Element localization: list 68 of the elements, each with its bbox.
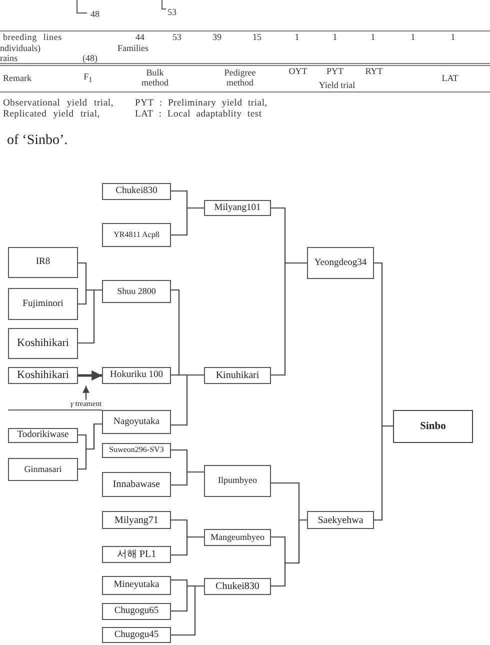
connector-line [171,471,204,486]
unit-label: Families [118,42,148,54]
caption-text: of ‘Sinbo’. [7,132,68,150]
variety-box: Milyang71 [102,511,171,529]
connector-line [374,425,393,521]
footnote-text: LAT : Local adaptablity test [135,110,262,120]
variety-box: Koshihikari [8,367,78,384]
variety-box: Mangeumbyeo [204,529,271,546]
count-label: 48 [90,8,100,20]
variety-box: Suweon296-SV3 [102,443,171,458]
connector-line [171,536,204,556]
footnote-text: Replicated yield trial, [3,110,100,120]
count-value: 1 [294,32,300,42]
count-value: 53 [172,32,182,42]
column-label: PYT [326,66,344,76]
footnote-text: Observational yield trial, [3,98,114,110]
variety-box: Koshihikari [8,328,78,359]
variety-box: IR8 [8,247,78,278]
row-header: ndividuals) [0,42,40,54]
variety-box: Milyang101 [204,200,271,216]
connector-line [271,262,307,376]
column-label: F$_{1}$ [84,71,92,85]
column-label: OYT [288,66,308,76]
connector-line [171,585,204,636]
row-header: rains [0,52,18,64]
count-value: 15 [252,32,262,42]
connector-line [171,374,204,426]
variety-box: Kinuhikari [204,367,271,384]
variety-box: Ginmasari [8,458,78,481]
row-header: Remark [3,72,32,84]
variety-box: Chugogu45 [102,627,171,643]
connector-line [271,519,307,587]
count-value: 1 [450,32,456,42]
variety-box: Yeongdeog34 [307,247,374,279]
variety-box: Mineyutaka [102,576,171,595]
row-header: breeding lines [3,32,62,42]
variety-box: Sinbo [393,410,473,443]
variety-box: Chukei830 [204,578,271,595]
count-value: 39 [212,32,222,42]
count-value: 1 [370,32,376,42]
arrow [78,370,102,381]
variety-box: Hokuriku 100 [102,367,171,384]
connector-line [78,423,102,470]
variety-box: Nagoyutaka [102,410,171,434]
column-label: LAT [442,72,458,84]
variety-box: Chugogu65 [102,603,171,620]
column-label: Yield trial [318,80,356,90]
count-value: 1 [332,32,338,42]
variety-box: Fujiminori [8,288,78,320]
connector-line [78,289,102,344]
column-label: Bulk method [140,68,170,88]
count-value: 1 [410,32,416,42]
column-label: RYT [365,66,383,76]
variety-box: Shuu 2800 [102,280,171,303]
variety-box: Ilpumbyeo [204,465,271,497]
variety-box: YR4811 Acp8 [102,223,171,247]
connector-line [171,207,204,236]
footnote-text: PYT : Preliminary yield trial, [135,98,268,110]
variety-box: Innabawase [102,472,171,497]
variety-box: 서해 PL1 [102,546,171,563]
count-value: (48) [82,52,98,64]
variety-box: Todorikiwase [8,428,78,443]
variety-box: Saekyehwa [307,511,374,529]
leader-arrow [82,386,90,400]
column-label: Pedigree method [223,68,257,88]
variety-box: Chukei830 [102,183,171,200]
count-label: 53 [168,6,176,18]
count-value: 44 [136,32,144,42]
